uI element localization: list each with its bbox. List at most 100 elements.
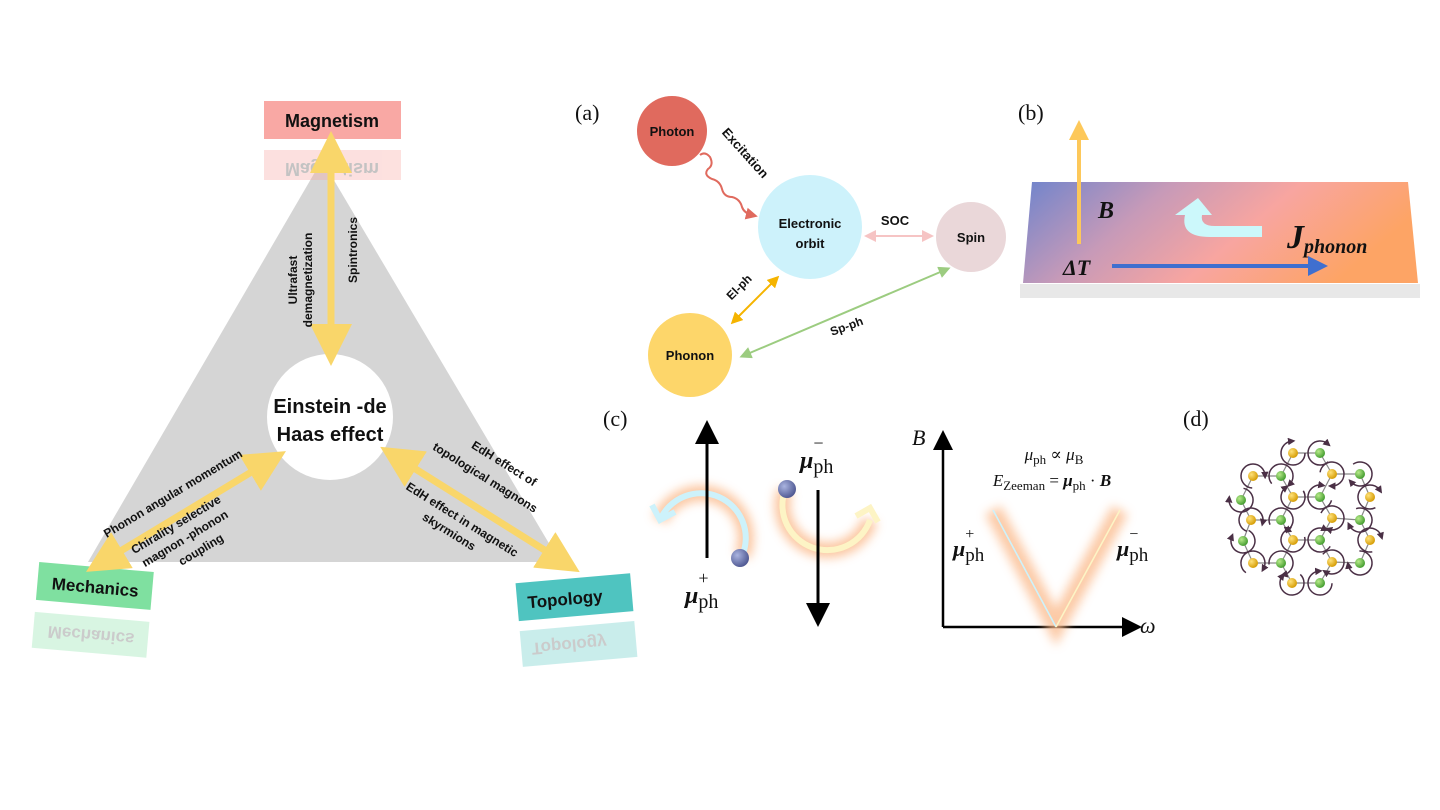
spin-node [936,202,1006,272]
rotation-arrow-icon [1240,463,1269,489]
rotation-arrow-icon [1307,438,1331,466]
panel-b: (b) B Jphonon ΔT [1018,100,1420,298]
ion-ball-minus [778,480,796,498]
rotation-arrow-icon [1307,524,1331,553]
atom-green [1276,558,1286,568]
rotation-arrow-icon [1345,550,1373,576]
honeycomb-lattice [1224,437,1384,596]
rotation-arrow-icon [1347,507,1373,533]
y-axis-label: B [912,425,925,450]
mu-minus-label: μph− [798,433,833,478]
phonon-label: Phonon [666,348,714,363]
substrate [1020,284,1420,298]
atom-green [1355,558,1365,568]
rotation-arrow-icon [1280,485,1306,510]
mu-plus-label: μph+ [683,568,718,613]
electronic-orbit-node [758,175,862,279]
rotation-arrow-icon [1319,461,1345,490]
atom-yellow [1288,535,1298,545]
photon-node [637,96,707,166]
mu-minus-branch [1055,509,1121,628]
rotation-arrow-icon [1268,463,1295,488]
panel-a: (a) Photon Excitation Electronic orbit S… [575,96,1006,397]
atom-green [1276,515,1286,525]
panel-b-label: (b) [1018,100,1044,125]
rotation-arrow-icon [1268,550,1294,578]
atom-yellow [1288,448,1298,458]
j-phonon-label: Jphonon [1286,219,1367,258]
rotation-arrow-icon [1357,527,1384,553]
atom-yellow [1327,557,1337,567]
panel-d-label: (d) [1183,406,1209,431]
mu-plus-branch [992,509,1057,628]
b-label: B [1097,198,1114,224]
mechanics-box [35,562,154,610]
atom-green [1315,535,1325,545]
rotation-arrow-icon [1307,567,1333,596]
rotation-arrow-icon [1280,437,1306,466]
delta-t-label: ΔT [1062,255,1092,280]
panel-c: (c) μph+ μph− B ω μph ∝ μB EZeeman = μph… [603,406,1156,646]
atom-yellow [1246,515,1256,525]
atom-green [1238,536,1248,546]
spin-label: Spin [957,230,985,245]
excitation-wavy-arrow [699,152,758,220]
excitation-label: Excitation [719,125,772,181]
rotation-arrow-icon [1322,549,1345,578]
ccw-arrowhead [649,503,677,525]
panel-d: (d) [1183,406,1384,596]
center-label-line2: Haas effect [277,424,384,446]
topology-arrow [380,446,580,573]
atom-yellow [1365,535,1375,545]
topology-box [515,573,634,622]
ion-ball-plus [731,549,749,567]
plot-mu-plus-label: μph+ [952,526,985,566]
center-label-line1: Einstein -de [273,396,386,418]
atom-green [1315,492,1325,502]
x-axis-label: ω [1140,613,1156,638]
electronic-orbit-label-line2: orbit [796,236,826,251]
atom-yellow [1248,558,1258,568]
atom-green [1355,515,1365,525]
atom-yellow [1327,513,1337,523]
edh-triangle-diagram: Einstein -de Haas effect Magnetism Magne… [31,101,638,667]
topology-reflection: Topology [519,621,638,667]
rotation-arrow-icon [1238,507,1268,533]
ccw-rotation-arrow [657,490,749,558]
rotation-arrow-icon [1280,526,1306,553]
atom-yellow [1287,578,1297,588]
panel-c-label: (c) [603,406,627,431]
rotation-arrow [1175,198,1262,237]
cw-rotation-arrow [779,489,873,554]
atom-green [1355,469,1365,479]
rotation-arrow-icon [1320,505,1345,535]
atom-yellow [1288,492,1298,502]
rotation-arrow-icon [1348,461,1373,488]
cw-arrowhead [854,503,881,524]
rotation-arrow-icon [1224,487,1254,513]
mechanics-arrow [86,451,286,572]
rotation-arrow-icon [1357,484,1383,510]
panel-a-label: (a) [575,100,599,125]
atom-green [1315,448,1325,458]
el-ph-label: El-ph [724,272,755,303]
mechanics-reflection: Mechanics [31,611,150,658]
atom-yellow [1365,492,1375,502]
soc-label: SOC [881,213,910,228]
rotation-arrow-icon [1268,507,1294,533]
atom-yellow [1248,471,1258,481]
electronic-orbit-label-line1: Electronic [779,216,842,231]
atom-green [1236,495,1246,505]
proportional-equation: μph ∝ μB [1024,445,1084,467]
phonon-node [648,313,732,397]
magnetism-label: Magnetism [285,111,379,131]
atom-green [1315,578,1325,588]
v-glow [985,505,1128,646]
link-label-spintronics: Spintronics [346,217,360,283]
atom-green [1276,471,1286,481]
plot-mu-minus-label: μph− [1116,526,1149,566]
atom-yellow [1327,469,1337,479]
link-label-demagnetization: demagnetization [301,233,315,328]
link-label-ultrafast: Ultrafast [286,256,300,305]
